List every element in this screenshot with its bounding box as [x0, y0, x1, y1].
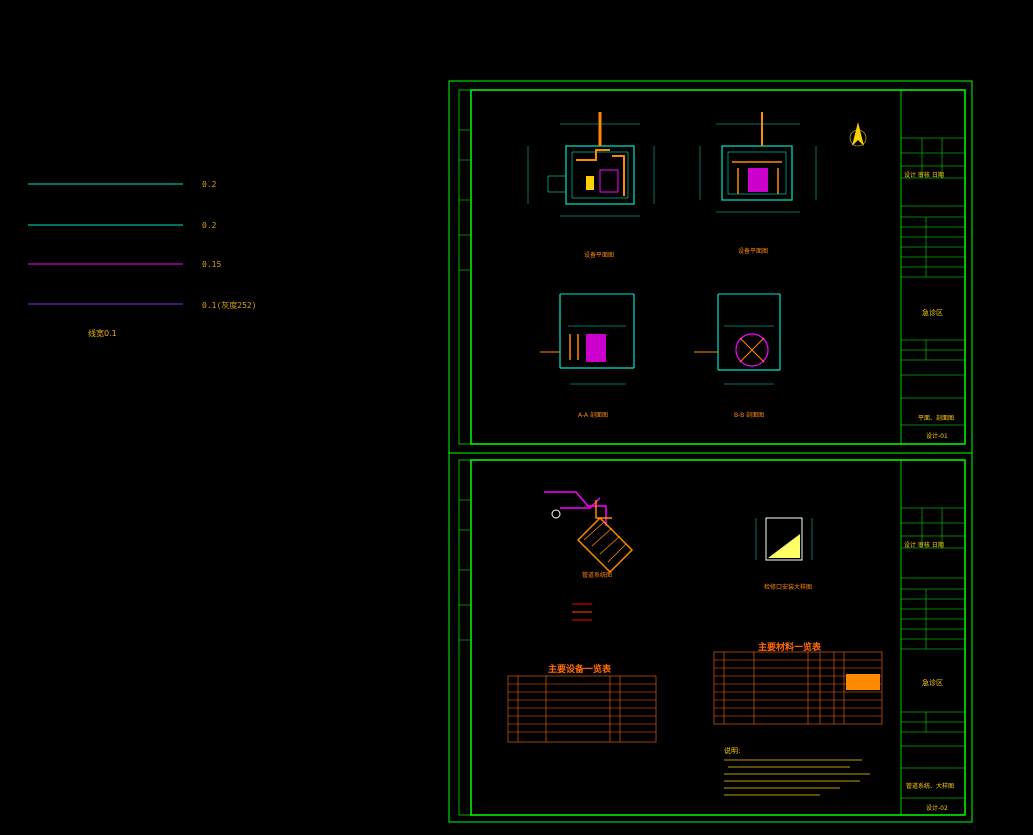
notes-lines — [724, 759, 870, 796]
sheet2-binding-strip — [458, 459, 472, 816]
sheet1-outer-frame — [448, 80, 973, 454]
sheet1-tb-scale: 平面、剖面图 — [918, 415, 955, 422]
sheet1-tb-region: 急诊区 — [922, 309, 943, 317]
section-view-1[interactable] — [540, 293, 635, 385]
detail-view[interactable] — [755, 517, 813, 561]
sheet-1[interactable] — [448, 80, 973, 454]
sheet1-inner-frame — [470, 89, 966, 445]
section-view-2[interactable] — [694, 293, 781, 385]
sheet1-caption-plan2: 设备平面图 — [738, 248, 769, 255]
material-table-title: 主要材料一览表 — [758, 643, 822, 653]
sheet1-binding-ticks — [459, 129, 471, 271]
equipment-table[interactable] — [507, 675, 657, 743]
notes-title: 说明: — [724, 747, 741, 755]
sheet2-inner-frame — [470, 459, 966, 816]
legend-label-4: 0.1(灰度252) — [202, 301, 257, 310]
plan-view-1[interactable] — [527, 112, 655, 217]
sheet2-outer-frame — [448, 452, 973, 823]
sheet1-tb-drawing-no: 设计-01 — [926, 433, 948, 440]
pipe-legend — [572, 603, 592, 621]
sheet2-caption-isometric: 管道系统图 — [582, 572, 613, 579]
plan-view-2[interactable] — [699, 112, 817, 213]
sheet2-tb-signature-row: 设计 审核 日期 — [904, 542, 944, 549]
sheet2-title-block — [900, 459, 966, 816]
sheet1-binding-strip — [458, 89, 472, 445]
north-arrow-icon — [849, 122, 867, 147]
sheet-2[interactable] — [448, 452, 973, 823]
sheet1-tb-signature-row: 设计 审核 日期 — [904, 172, 944, 179]
sheet2-tb-region: 急诊区 — [922, 679, 943, 687]
sheet2-tb-scale: 管道系统、大样图 — [906, 783, 955, 790]
sheet1-caption-section2: B-B 剖面图 — [734, 412, 765, 419]
sheet1-title-block-rows — [901, 137, 965, 426]
isometric-piping-diagram[interactable] — [544, 491, 634, 574]
legend-label-3: 0.15 — [202, 260, 222, 269]
legend-note: 线宽0.1 — [88, 329, 117, 338]
sheet1-caption-plan1: 设备平面图 — [584, 252, 615, 259]
line-legend — [28, 183, 183, 305]
sheet1-caption-section1: A-A 剖面图 — [578, 412, 609, 419]
legend-label-2: 0.2 — [202, 221, 217, 230]
sheet2-tb-drawing-no: 设计-02 — [926, 805, 948, 812]
legend-label-1: 0.2 — [202, 180, 217, 189]
equipment-table-title: 主要设备一览表 — [548, 665, 612, 675]
material-table-highlight — [846, 674, 880, 690]
sheet2-caption-detail: 检修口安装大样图 — [764, 584, 813, 591]
material-table[interactable] — [713, 651, 883, 725]
